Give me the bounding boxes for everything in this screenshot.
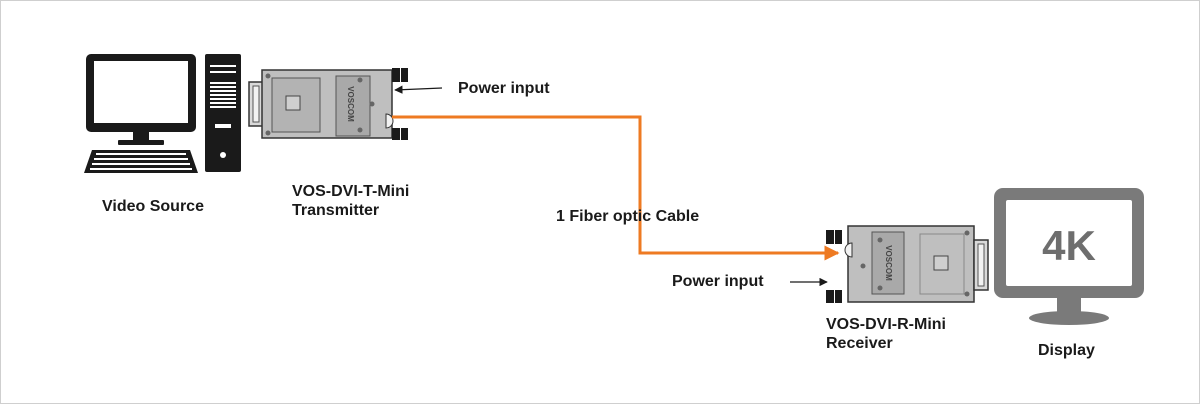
power-input-label-rx: Power input <box>672 273 764 290</box>
fiber-optic-cable <box>392 115 840 261</box>
transmitter-label: VOS-DVI-T-Mini Transmitter <box>292 182 409 220</box>
receiver-model: VOS-DVI-R-Mini <box>826 316 946 333</box>
power-arrow-tx <box>394 85 443 94</box>
receiver-brand-label: VOSCOM <box>884 245 893 281</box>
receiver-label: VOS-DVI-R-Mini Receiver <box>826 315 946 353</box>
transmitter-role: Transmitter <box>292 202 380 219</box>
transmitter-brand-label: VOSCOM <box>346 86 355 122</box>
monitor-icon <box>994 188 1144 325</box>
power-input-label-tx: Power input <box>458 80 550 97</box>
video-source-label: Video Source <box>102 198 204 215</box>
display-label: Display <box>1038 342 1095 359</box>
desktop-computer-icon <box>84 54 241 173</box>
receiver-role: Receiver <box>826 335 893 352</box>
transmitter-device <box>248 68 408 140</box>
receiver-device <box>826 225 989 303</box>
fiber-cable-label: 1 Fiber optic Cable <box>556 208 700 225</box>
display-screen-text: 4K <box>1042 222 1096 269</box>
transmitter-model: VOS-DVI-T-Mini <box>292 183 410 200</box>
